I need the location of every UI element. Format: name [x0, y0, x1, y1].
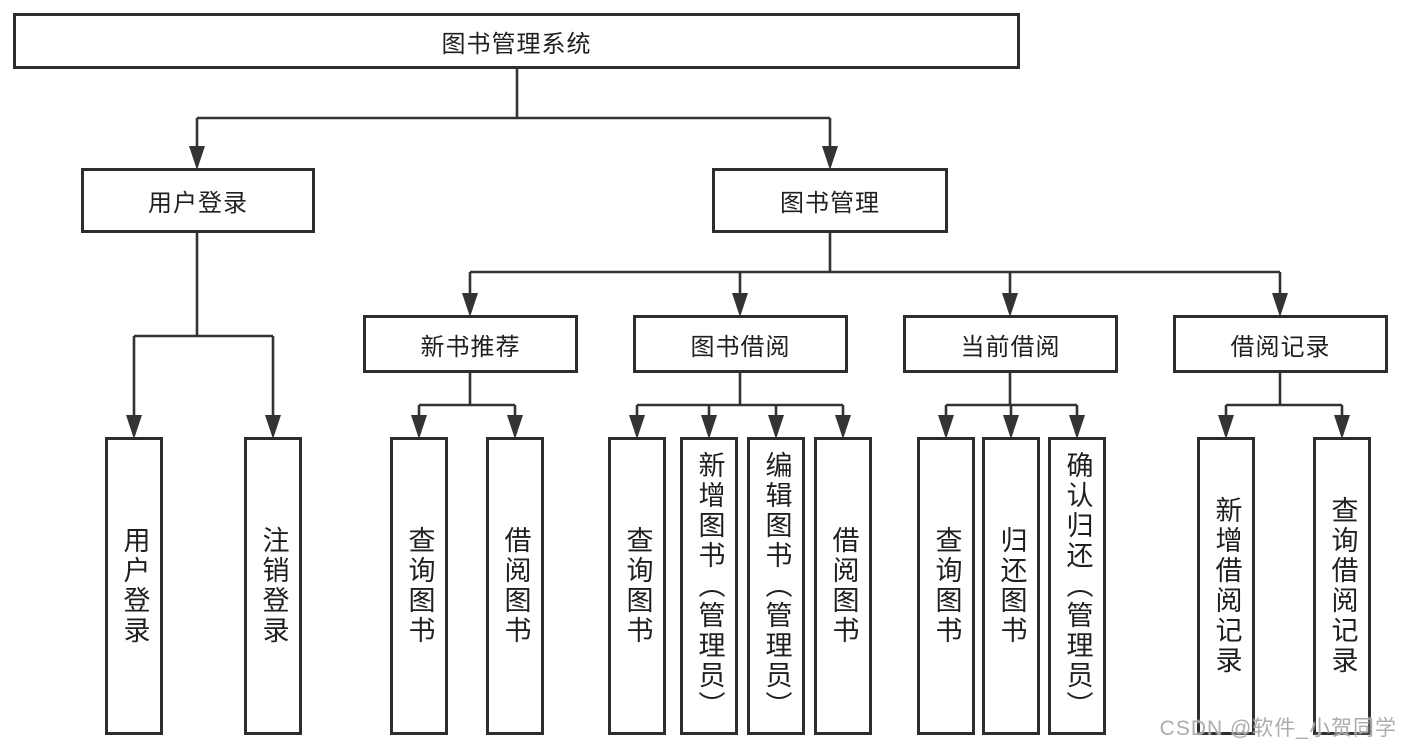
leaf-borrow-edit-admin: 编辑图书（管理员）: [747, 437, 805, 735]
leaf-newbook-borrow: 借阅图书: [486, 437, 544, 735]
leaf-records-add: 新增借阅记录: [1197, 437, 1255, 735]
node-book-management: 图书管理: [712, 168, 948, 233]
leaf-user-login: 用户登录: [105, 437, 163, 735]
leaf-newbook-query: 查询图书: [390, 437, 448, 735]
leaf-borrow-add-admin: 新增图书（管理员）: [680, 437, 738, 735]
leaf-logout: 注销登录: [244, 437, 302, 735]
node-current-borrow: 当前借阅: [903, 315, 1118, 373]
leaf-current-query: 查询图书: [917, 437, 975, 735]
leaf-borrow-query: 查询图书: [608, 437, 666, 735]
csdn-watermark: CSDN @软件_小贺同学: [1159, 717, 1397, 740]
node-root: 图书管理系统: [13, 13, 1020, 69]
node-borrow-records: 借阅记录: [1173, 315, 1388, 373]
node-book-borrow: 图书借阅: [633, 315, 848, 373]
node-new-book-recommend: 新书推荐: [363, 315, 578, 373]
leaf-current-return: 归还图书: [982, 437, 1040, 735]
leaf-records-query: 查询借阅记录: [1313, 437, 1371, 735]
leaf-borrow-borrow: 借阅图书: [814, 437, 872, 735]
node-user-login: 用户登录: [81, 168, 315, 233]
leaf-current-confirm-admin: 确认归还（管理员）: [1048, 437, 1106, 735]
